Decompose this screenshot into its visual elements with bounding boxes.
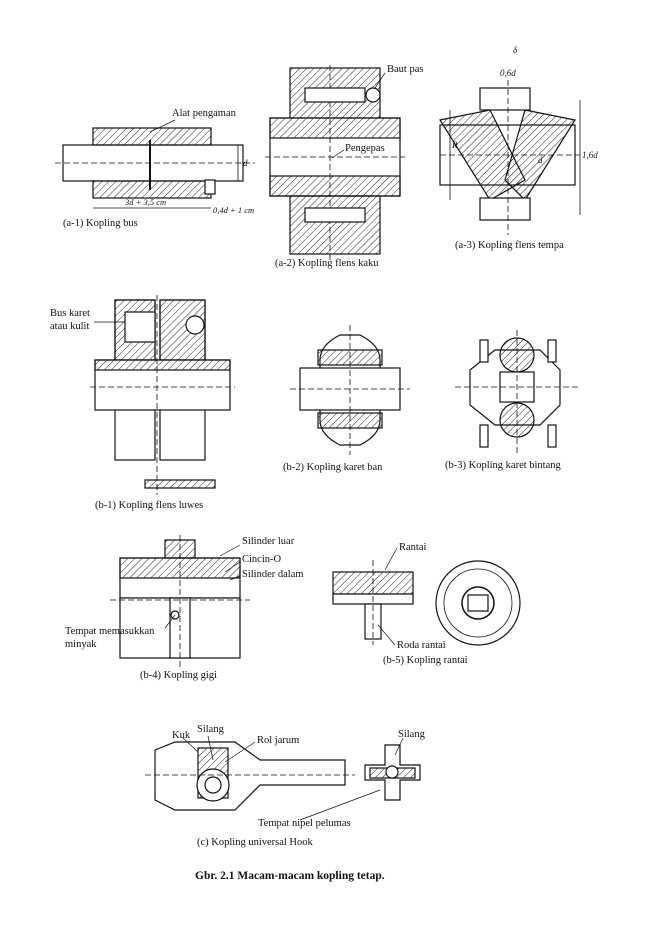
label-kuk: Kuk [172, 730, 191, 741]
drawing-a2-rigid-flange-coupling [265, 65, 405, 260]
label-a3-06d: 0,6d [500, 68, 516, 78]
label-rantai: Rantai [399, 542, 427, 553]
label-pengepas: Pengepas [345, 143, 385, 154]
caption-a2: (a-2) Kopling flens kaku [275, 258, 379, 269]
label-a3-r: R [452, 140, 458, 150]
caption-b5: (b-5) Kopling rantai [383, 655, 468, 666]
label-silinder-luar: Silinder luar [242, 536, 295, 547]
label-silang: Silang [197, 724, 224, 735]
label-a3-16d: 1,6d [582, 150, 598, 160]
caption-b1: (b-1) Kopling flens luwes [95, 500, 204, 511]
caption-b4: (b-4) Kopling gigi [140, 670, 217, 681]
label-a1-length: 3d + 3,5 cm [125, 197, 167, 207]
caption-a1: (a-1) Kopling bus [63, 218, 138, 229]
caption-a3: (a-3) Kopling flens tempa [455, 240, 564, 251]
drawing-a1-sleeve-coupling [55, 127, 255, 209]
label-cincin-o: Cincin-O [242, 554, 282, 565]
drawing-c-hook-universal-joint [145, 741, 421, 811]
label-roda-rantai: Roda rantai [397, 640, 446, 651]
label-atau-kulit: atau kulit [50, 321, 90, 332]
label-a3-delta: δ [513, 45, 518, 55]
label-alat-pengaman: Alat pengaman [172, 108, 236, 119]
label-silang-2: Silang [398, 729, 425, 740]
drawing-b1-flexible-flange-coupling [90, 295, 235, 495]
label-a1-gap: 0,4d + 1 cm [213, 205, 255, 215]
label-silinder-dalam: Silinder dalam [242, 569, 304, 580]
drawing-b3-star-rubber-coupling [455, 330, 580, 455]
label-a1-d: d [243, 158, 248, 168]
label-tempat-nipel: Tempat nipel pelumas [258, 818, 351, 829]
leader-lines [94, 72, 404, 821]
label-rol-jarum: Rol jarum [257, 735, 300, 746]
label-bus-karet: Bus karet [50, 308, 90, 319]
caption-b2: (b-2) Kopling karet ban [283, 462, 383, 473]
caption-c: (c) Kopling universal Hook [197, 837, 313, 848]
label-a3-d: d [538, 155, 543, 165]
label-tempat-memasukkan: Tempat memasukkan [65, 626, 155, 637]
drawing-b4-gear-coupling [110, 535, 250, 670]
label-minyak: minyak [65, 639, 97, 650]
drawing-a3-forged-flange-coupling [439, 80, 581, 235]
drawing-b2-tyre-coupling [290, 325, 410, 455]
figure-title: Gbr. 2.1 Macam-macam kopling tetap. [195, 870, 385, 882]
label-baut-pas: Baut pas [387, 64, 424, 75]
drawing-b5-chain-coupling [332, 560, 521, 646]
caption-b3: (b-3) Kopling karet bintang [445, 460, 561, 471]
